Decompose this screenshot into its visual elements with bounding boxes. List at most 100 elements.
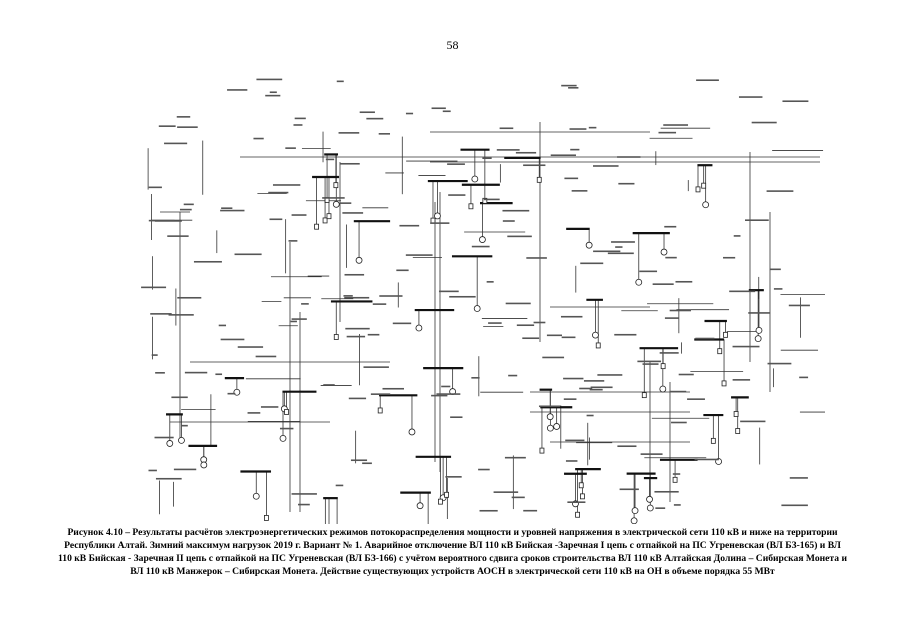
measurement-label bbox=[269, 218, 283, 221]
measurement-label bbox=[533, 321, 546, 324]
switch-symbol bbox=[672, 476, 678, 483]
measurement-label bbox=[255, 355, 277, 358]
measurement-label bbox=[436, 393, 461, 395]
transformer-symbol bbox=[200, 461, 208, 469]
measurement-label bbox=[568, 87, 579, 89]
measurement-label bbox=[589, 388, 603, 391]
measurement-label bbox=[370, 393, 391, 395]
transformer-symbol bbox=[434, 212, 441, 220]
measurement-label bbox=[588, 126, 597, 129]
measurement-label bbox=[335, 484, 344, 487]
switch-symbol bbox=[641, 392, 647, 399]
measurement-label bbox=[268, 191, 289, 194]
measurement-label bbox=[184, 371, 208, 374]
measurement-label bbox=[148, 219, 175, 222]
measurement-label bbox=[561, 84, 577, 87]
measurement-label bbox=[675, 280, 693, 283]
switch-symbol bbox=[539, 447, 545, 454]
switch-symbol bbox=[333, 182, 339, 189]
measurement-label bbox=[782, 100, 809, 103]
transformer-symbol bbox=[355, 256, 363, 264]
measurement-label bbox=[141, 286, 167, 289]
measurement-label bbox=[431, 394, 448, 397]
measurement-label bbox=[637, 360, 662, 363]
switch-symbol bbox=[710, 437, 716, 444]
measurement-label bbox=[155, 477, 182, 480]
measurement-label bbox=[396, 269, 409, 272]
switch-symbol bbox=[733, 411, 739, 417]
measurement-label bbox=[618, 182, 635, 185]
transformer-symbol bbox=[660, 248, 668, 256]
measurement-label bbox=[379, 295, 403, 297]
measurement-label bbox=[482, 157, 492, 159]
measurement-label bbox=[617, 156, 641, 158]
measurement-label bbox=[664, 317, 680, 319]
measurement-label bbox=[193, 260, 222, 263]
measurement-label bbox=[288, 240, 298, 242]
measurement-label bbox=[665, 256, 677, 259]
measurement-label bbox=[546, 334, 562, 337]
measurement-label bbox=[740, 420, 766, 423]
measurement-label bbox=[220, 209, 245, 212]
measurement-label bbox=[564, 177, 579, 180]
measurement-label bbox=[687, 398, 705, 400]
measurement-label bbox=[658, 131, 677, 134]
measurement-label bbox=[148, 186, 162, 189]
measurement-label bbox=[563, 398, 577, 400]
measurement-label bbox=[586, 414, 594, 417]
measurement-label bbox=[382, 387, 404, 390]
measurement-label bbox=[615, 246, 623, 248]
measurement-label bbox=[344, 273, 365, 276]
measurement-label bbox=[148, 469, 157, 472]
measurement-label bbox=[571, 190, 588, 192]
measurement-label bbox=[655, 507, 666, 509]
transformer-symbol bbox=[659, 385, 667, 393]
measurement-label bbox=[338, 132, 360, 134]
measurement-label bbox=[526, 257, 547, 259]
measurement-label bbox=[579, 387, 593, 390]
measurement-label bbox=[654, 490, 679, 493]
measurement-label bbox=[272, 184, 301, 186]
measurement-label bbox=[694, 458, 719, 461]
measurement-label bbox=[738, 96, 763, 98]
measurement-label bbox=[285, 147, 296, 149]
measurement-label bbox=[339, 162, 360, 165]
measurement-label bbox=[496, 149, 520, 151]
measurement-label bbox=[723, 256, 736, 259]
measurement-label bbox=[340, 202, 352, 204]
measurement-label bbox=[227, 392, 236, 395]
measurement-label bbox=[669, 390, 687, 393]
measurement-label bbox=[788, 304, 810, 307]
measurement-label bbox=[611, 241, 635, 243]
measurement-label bbox=[652, 283, 674, 285]
measurement-label bbox=[301, 303, 309, 305]
measurement-label bbox=[234, 253, 262, 256]
measurement-label bbox=[732, 379, 751, 381]
measurement-label bbox=[183, 203, 194, 206]
measurement-label bbox=[642, 363, 659, 365]
measurement-label bbox=[569, 128, 587, 130]
measurement-label bbox=[542, 356, 565, 359]
measurement-label bbox=[471, 245, 490, 248]
transformer-symbol bbox=[473, 305, 481, 312]
measurement-label bbox=[478, 468, 490, 471]
switch-symbol bbox=[536, 176, 542, 183]
transformer-symbol bbox=[754, 335, 762, 343]
measurement-label bbox=[298, 503, 310, 506]
transformer-symbol bbox=[646, 504, 654, 512]
measurement-label bbox=[523, 164, 546, 167]
measurement-label bbox=[294, 117, 306, 120]
measurement-label bbox=[522, 337, 540, 340]
switch-symbol bbox=[377, 407, 383, 414]
measurement-label bbox=[448, 194, 466, 196]
measurement-label bbox=[499, 127, 514, 130]
measurement-label bbox=[567, 501, 586, 503]
measurement-label bbox=[769, 268, 781, 271]
measurement-label bbox=[291, 493, 317, 495]
switch-symbol bbox=[482, 197, 488, 204]
measurement-label bbox=[729, 290, 756, 293]
measurement-label bbox=[449, 295, 476, 298]
measurement-label bbox=[565, 460, 578, 462]
transformer-symbol bbox=[408, 428, 416, 436]
measurement-label bbox=[515, 151, 537, 154]
